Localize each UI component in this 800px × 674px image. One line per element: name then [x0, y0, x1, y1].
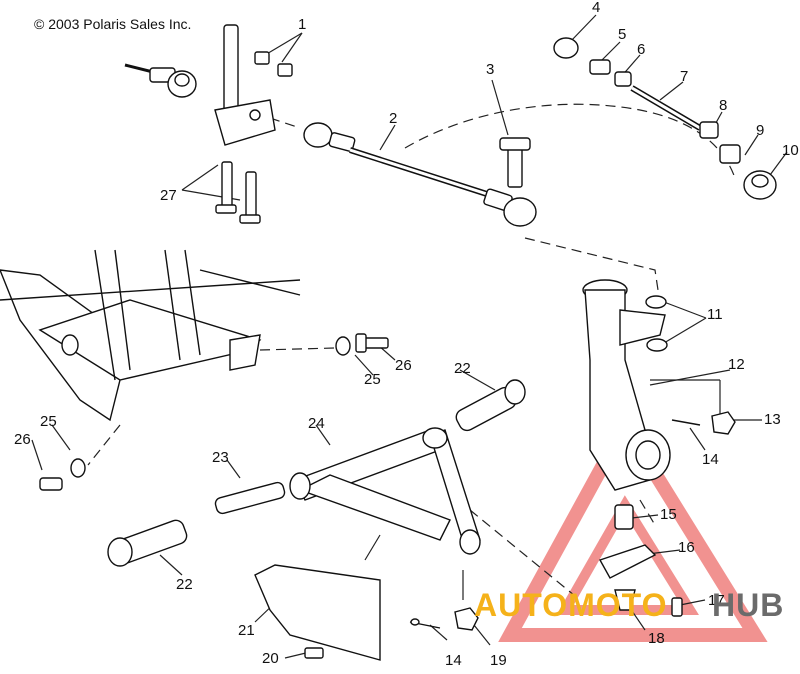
copyright-text: © 2003 Polaris Sales Inc. [34, 16, 192, 32]
callout-21: 21 [238, 622, 255, 639]
callout-13: 13 [764, 411, 781, 428]
nut-13 [711, 411, 736, 435]
bushing-22-top [455, 379, 526, 432]
spindle-12 [582, 279, 671, 491]
callout-24: 24 [308, 415, 325, 432]
callout-10: 10 [782, 142, 799, 159]
bolt-27b [245, 171, 257, 221]
washer-11b [646, 338, 668, 352]
bolt-27a [221, 161, 233, 211]
tie-rod-2 [303, 122, 537, 227]
callout-14-bottom: 14 [445, 652, 462, 669]
callout-12: 12 [728, 356, 745, 373]
callout-25-right: 25 [364, 371, 381, 388]
tie-rod-assembly [553, 37, 777, 200]
a-arm-24 [289, 427, 481, 555]
callout-11: 11 [707, 306, 723, 323]
bolt-26-left [39, 477, 63, 491]
callout-18: 18 [648, 630, 665, 647]
parts [0, 24, 777, 661]
steering-post [214, 24, 276, 146]
callout-1: 1 [298, 16, 307, 33]
callout-26-right: 26 [395, 357, 412, 374]
washer-25-left [70, 458, 86, 478]
callout-2: 2 [389, 110, 398, 127]
washer-25-right [335, 336, 351, 356]
callout-6: 6 [637, 41, 646, 58]
callout-25-left: 25 [40, 413, 57, 430]
watermark-text-hub: HUB [712, 587, 785, 623]
watermark-text-automoto: AUTOMOTO [474, 587, 668, 623]
callout-22-top: 22 [454, 360, 471, 377]
callout-7: 7 [680, 68, 689, 85]
callout-19: 19 [490, 652, 507, 669]
bolt-3 [499, 137, 531, 188]
callout-8: 8 [719, 97, 728, 114]
nut-1a [254, 51, 270, 65]
callout-20: 20 [262, 650, 279, 667]
callout-23: 23 [212, 449, 229, 466]
cotter-pin-14-top [671, 419, 701, 426]
callout-14-top: 14 [702, 451, 719, 468]
callout-15: 15 [660, 506, 677, 523]
callout-9: 9 [756, 122, 765, 139]
callout-26-left: 26 [14, 431, 31, 448]
shaft-23 [214, 481, 286, 515]
nut-19 [454, 607, 479, 631]
bushing-22-bottom [107, 519, 188, 567]
bolt-15 [614, 504, 634, 530]
callout-22-bottom: 22 [176, 576, 193, 593]
frame-section [0, 249, 301, 422]
tie-rod-end-left-top [124, 63, 197, 98]
ball-joint-18 [614, 589, 636, 611]
callout-27: 27 [160, 187, 177, 204]
callout-5: 5 [618, 26, 627, 43]
nut-1b [277, 63, 293, 77]
bolt-17 [671, 597, 683, 617]
washer-11a [645, 295, 667, 309]
callout-16: 16 [678, 539, 695, 556]
callout-4: 4 [592, 0, 601, 16]
callout-17: 17 [708, 592, 725, 609]
guard-21 [254, 564, 381, 661]
bolt-20 [304, 647, 324, 659]
plate-16 [598, 544, 657, 579]
callout-3: 3 [486, 61, 495, 78]
